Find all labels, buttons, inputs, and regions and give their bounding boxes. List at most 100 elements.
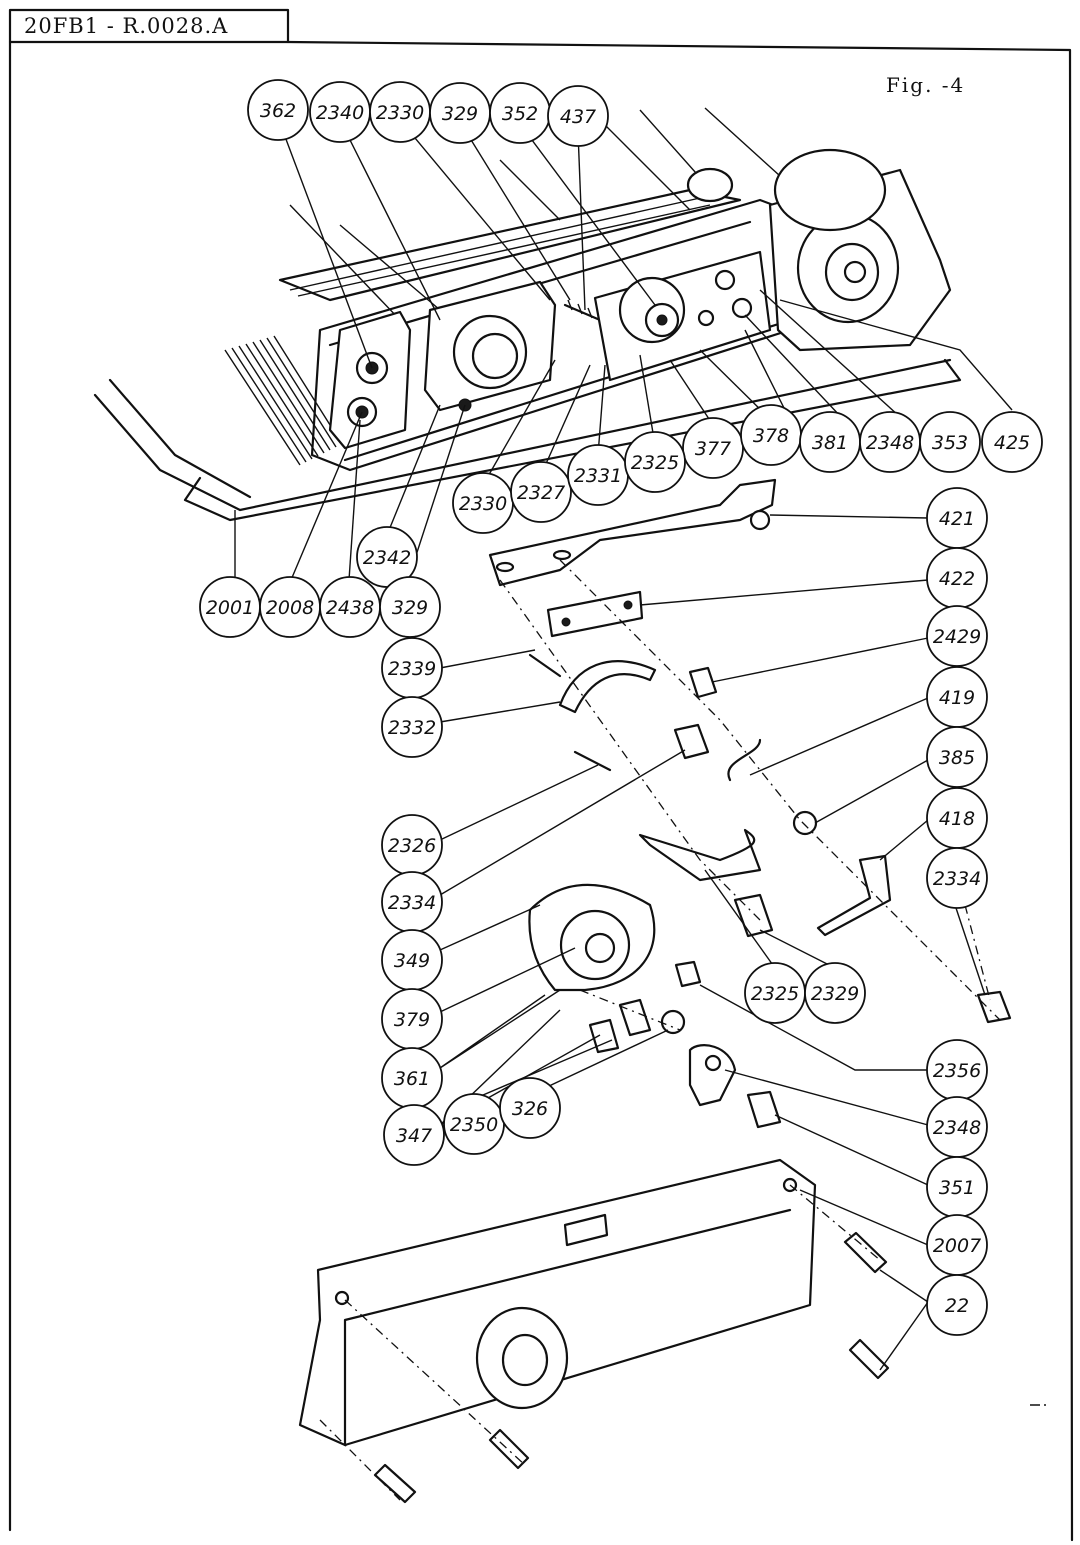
knob: [686, 167, 734, 203]
callout-385: 385: [926, 726, 988, 788]
arc-link-2332: [558, 660, 657, 714]
callout-379: 379: [381, 988, 443, 1050]
callout-2348-top: 2348: [859, 411, 921, 473]
callout-425: 425: [981, 411, 1043, 473]
svg-text:2356: 2356: [933, 1060, 981, 1082]
callout-2340: 2340: [309, 81, 371, 143]
tab-2348: [688, 1044, 737, 1107]
callout-377: 377: [682, 417, 744, 479]
svg-text:362: 362: [260, 100, 296, 122]
pulley: [773, 148, 887, 232]
screw-351: [746, 1090, 782, 1129]
callout-2339: 2339: [381, 637, 443, 699]
svg-text:2342: 2342: [363, 547, 411, 569]
svg-text:422: 422: [939, 568, 975, 590]
svg-text:425: 425: [994, 432, 1030, 454]
svg-text:418: 418: [939, 808, 975, 830]
callout-329-left: 329: [379, 576, 441, 638]
svg-text:349: 349: [394, 950, 430, 972]
part-plate-422: [546, 590, 644, 638]
spring-2339: [528, 653, 562, 678]
svg-text:379: 379: [394, 1009, 430, 1031]
screw-cover-left: [373, 1463, 417, 1504]
svg-text:2429: 2429: [933, 626, 981, 648]
top-rail: [278, 188, 742, 302]
sheet-frame: 20FB1 - R.0028.A Fig. -4: [8, 8, 1074, 1542]
callout-329-top: 329: [429, 82, 491, 144]
svg-text:361: 361: [394, 1068, 430, 1090]
callout-2438: 2438: [319, 576, 381, 638]
guide-rods: [289, 107, 791, 321]
screw-cover-center: [488, 1428, 530, 1470]
assembly-lines: [319, 559, 1001, 1501]
figure-label: Fig. -4: [886, 73, 965, 97]
spring-comb-hatching: [224, 335, 343, 466]
svg-text:2330: 2330: [376, 102, 424, 124]
callout-361: 361: [381, 1047, 443, 1109]
svg-text:2332: 2332: [388, 717, 436, 739]
svg-text:352: 352: [502, 103, 538, 125]
callout-2350: 2350: [443, 1093, 505, 1155]
svg-text:381: 381: [812, 432, 848, 454]
bed-rail-lower: [93, 358, 952, 512]
spring-2326: [573, 750, 612, 772]
callout-2007: 2007: [926, 1214, 988, 1276]
svg-text:421: 421: [939, 508, 975, 530]
callout-2334-left: 2334: [381, 871, 443, 933]
svg-text:351: 351: [939, 1177, 975, 1199]
svg-text:353: 353: [932, 432, 968, 454]
screw-347: [588, 1018, 620, 1054]
svg-text:2329: 2329: [811, 983, 859, 1005]
svg-text:329: 329: [442, 103, 478, 125]
svg-text:385: 385: [939, 747, 975, 769]
svg-text:378: 378: [753, 425, 789, 447]
reference-code: 20FB1 - R.0028.A: [24, 14, 228, 38]
washer-385: [792, 810, 818, 836]
page-border: [8, 40, 1074, 1542]
svg-text:377: 377: [695, 438, 731, 460]
callout-2332: 2332: [381, 696, 443, 758]
callout-418: 418: [926, 787, 988, 849]
svg-text:347: 347: [396, 1125, 432, 1147]
wire-spring-419: [727, 738, 762, 782]
bottom-cover-2007: [298, 1158, 817, 1447]
callout-351: 351: [926, 1156, 988, 1218]
callout-2008: 2008: [259, 576, 321, 638]
svg-text:2334: 2334: [933, 868, 981, 890]
callout-2330-top: 2330: [369, 81, 431, 143]
screw-2334-upper: [673, 723, 710, 760]
washer-326: [660, 1009, 686, 1035]
screw-22-lower: [848, 1338, 890, 1380]
callout-2329: 2329: [804, 962, 866, 1024]
callout-347: 347: [383, 1104, 445, 1166]
bobbin-case: [618, 276, 686, 344]
callout-353: 353: [919, 411, 981, 473]
callout-381: 381: [799, 411, 861, 473]
callout-349: 349: [381, 929, 443, 991]
callout-2330-mid: 2330: [452, 472, 514, 534]
svg-text:2348: 2348: [933, 1117, 981, 1139]
callout-2001: 2001: [199, 576, 261, 638]
svg-text:2350: 2350: [450, 1114, 498, 1136]
svg-text:2327: 2327: [517, 482, 565, 504]
svg-text:2325: 2325: [631, 452, 679, 474]
screw-2356: [674, 960, 702, 988]
svg-text:2007: 2007: [933, 1235, 981, 1257]
bed-rail-inner: [108, 378, 252, 499]
callout-2348-low: 2348: [926, 1096, 988, 1158]
callout-2325-low: 2325: [744, 962, 806, 1024]
svg-text:2008: 2008: [266, 597, 314, 619]
base-plate: [183, 358, 962, 522]
svg-text:2334: 2334: [388, 892, 436, 914]
svg-text:419: 419: [939, 687, 975, 709]
screw-361: [618, 998, 652, 1037]
lever-2325: [638, 828, 762, 882]
svg-text:2330: 2330: [459, 493, 507, 515]
callout-352: 352: [489, 82, 551, 144]
callout-326: 326: [499, 1077, 561, 1139]
svg-text:2325: 2325: [751, 983, 799, 1005]
cover-bearing: [475, 1306, 569, 1410]
callout-437: 437: [547, 85, 609, 147]
screw-2334-right: [976, 990, 1012, 1024]
svg-text:329: 329: [392, 597, 428, 619]
